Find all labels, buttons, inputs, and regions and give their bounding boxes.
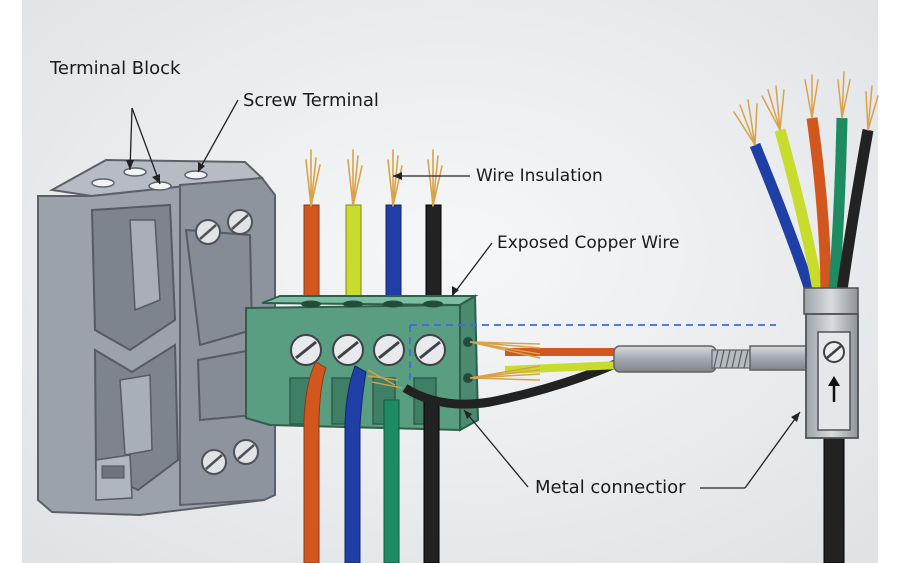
leader-arrowheads bbox=[126, 160, 800, 422]
leader-lines bbox=[129, 99, 801, 489]
green-connector-block bbox=[245, 294, 480, 432]
copper-strands-top bbox=[305, 149, 443, 207]
horizontal-cable bbox=[402, 341, 811, 409]
terminal-block-housing bbox=[37, 158, 276, 517]
vertical-wires-bottom bbox=[303, 361, 440, 563]
screw-terminal-label: Screw Terminal bbox=[243, 90, 379, 111]
metal-connector-label: Metal connectior bbox=[535, 477, 686, 498]
copper-strands-inside bbox=[367, 369, 403, 389]
right-cable-bundle bbox=[733, 71, 879, 563]
terminal-block-label: Terminal Block bbox=[50, 58, 181, 79]
exposed-copper-wire-label: Exposed Copper Wire bbox=[497, 233, 680, 253]
wire-insulation-label: Wire Insulation bbox=[476, 166, 603, 186]
